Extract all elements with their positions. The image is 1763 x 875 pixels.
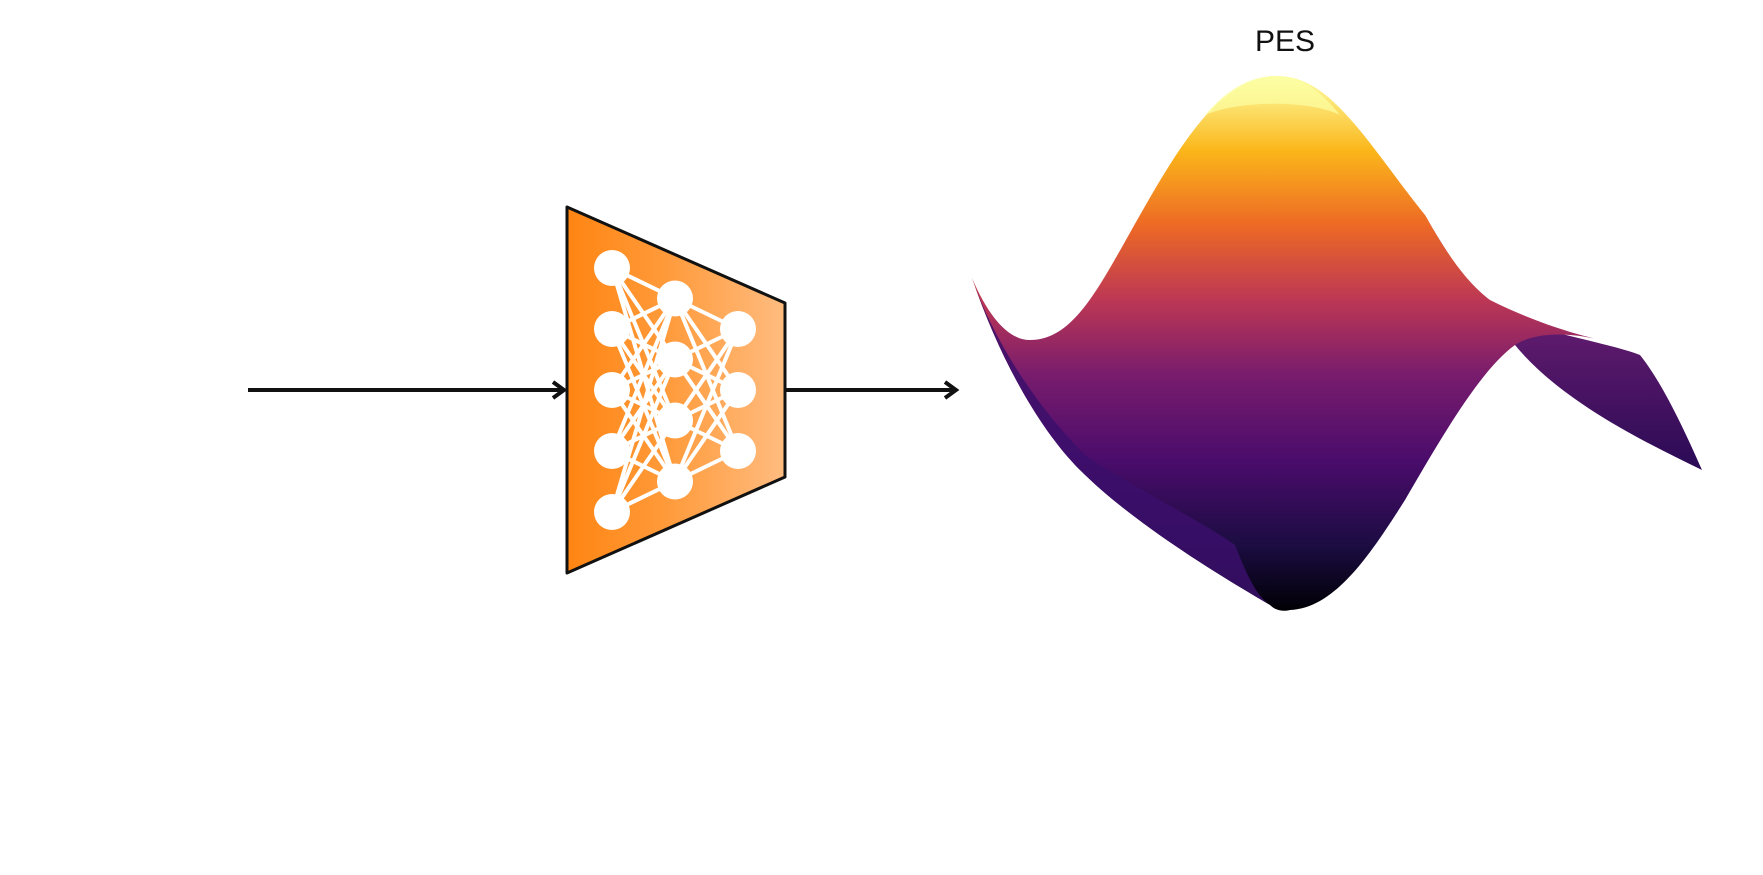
network-nodes — [594, 250, 756, 530]
network-node — [720, 311, 756, 347]
network-edge — [673, 328, 740, 483]
network-node — [594, 250, 630, 286]
surface-back-flap — [1425, 215, 1702, 470]
network-node — [657, 402, 693, 439]
network-edge — [673, 327, 740, 422]
network-edge — [610, 358, 677, 513]
network-node — [594, 433, 630, 469]
network-node — [657, 463, 693, 500]
network-node — [657, 280, 693, 317]
network-node — [720, 372, 756, 408]
network-node — [594, 494, 630, 530]
network-edge — [673, 388, 740, 483]
network-edge — [610, 297, 677, 392]
output-arrow — [785, 380, 960, 400]
network-node — [594, 311, 630, 347]
network-node — [594, 372, 630, 408]
network-node — [657, 341, 693, 378]
network-edge — [610, 419, 677, 514]
surface-label: PES — [1255, 25, 1315, 58]
network-edge — [610, 297, 677, 513]
neural-network-block — [565, 205, 787, 575]
surface-highlight — [1205, 76, 1340, 115]
pes-surface — [972, 75, 1702, 611]
surface-main — [972, 75, 1600, 611]
surface-front-fold — [972, 278, 1270, 605]
input-arrow — [248, 380, 568, 400]
network-node — [720, 433, 756, 469]
network-edge — [610, 297, 677, 452]
